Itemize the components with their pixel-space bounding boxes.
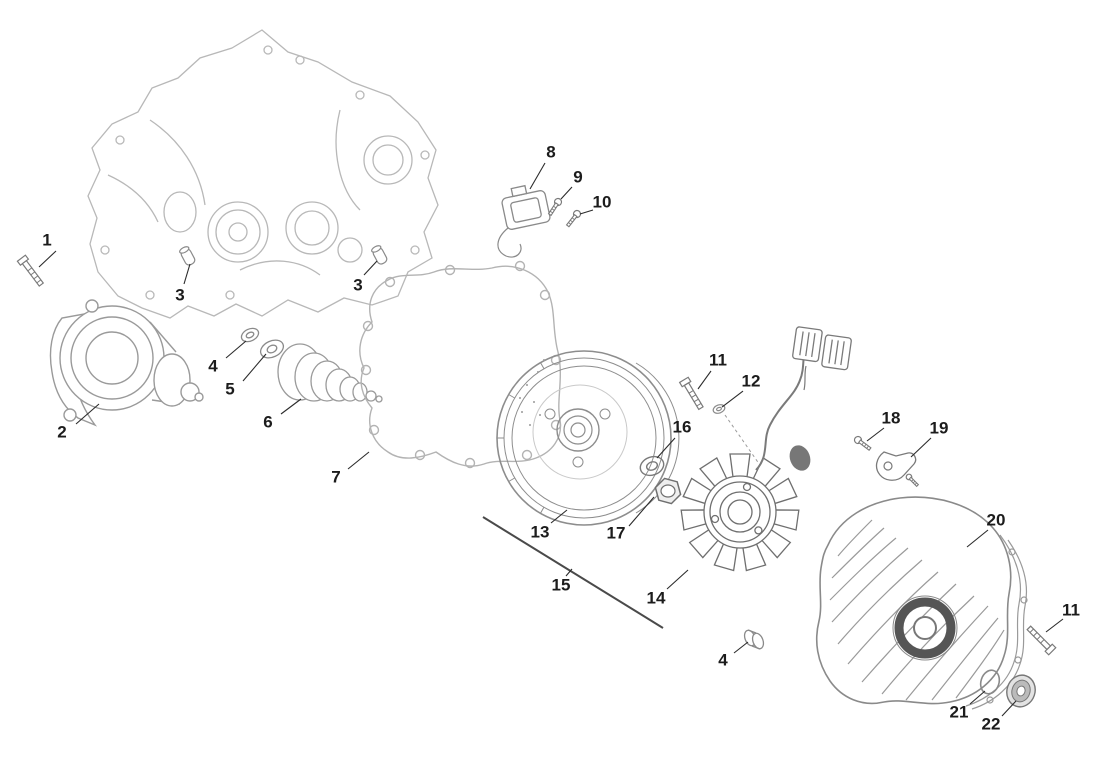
leader-line-3-3 bbox=[364, 261, 377, 275]
part-callout-7-7: 7 bbox=[331, 467, 341, 487]
part-callout-8-8: 8 bbox=[546, 142, 556, 162]
part-callout-15-15: 15 bbox=[551, 575, 571, 595]
leader-line-9-9 bbox=[561, 187, 572, 199]
starter-motor-drawing bbox=[50, 300, 203, 425]
part-callout-1-0: 1 bbox=[42, 230, 52, 250]
dowel-pin-right-drawing bbox=[371, 244, 389, 265]
o-ring-drawing bbox=[978, 668, 1003, 696]
part-callout-12-12: 12 bbox=[741, 371, 761, 391]
bolt-11-top-drawing bbox=[679, 376, 706, 412]
part-callout-3-3: 3 bbox=[353, 275, 363, 295]
screw-18-drawing bbox=[852, 434, 873, 453]
screw-10-drawing bbox=[564, 208, 583, 229]
leader-line-20-20 bbox=[967, 530, 988, 547]
part-callout-2-1: 2 bbox=[57, 422, 67, 442]
wire-grommet-drawing bbox=[789, 445, 811, 471]
bolt-1-drawing bbox=[16, 254, 46, 289]
end-cap-drawing bbox=[1003, 671, 1040, 710]
part-callout-10-10: 10 bbox=[592, 192, 612, 212]
part-callout-16-16: 16 bbox=[672, 417, 692, 437]
callout-leader-lines bbox=[39, 163, 1063, 716]
leader-line-6-6 bbox=[281, 399, 301, 414]
crankcase-drawing bbox=[88, 30, 438, 318]
plug-4-drawing bbox=[743, 629, 766, 650]
leader-line-7-7 bbox=[348, 452, 369, 469]
leader-line-5-5 bbox=[243, 354, 266, 381]
part-callout-4-4: 4 bbox=[208, 356, 218, 376]
wiring-connectors-drawing bbox=[792, 327, 852, 370]
part-callout-6-6: 6 bbox=[263, 412, 273, 432]
leader-line-11-21 bbox=[1046, 619, 1063, 632]
leader-line-11-11 bbox=[698, 371, 711, 389]
leader-line-13-13 bbox=[551, 510, 567, 523]
dowel-pin-left-drawing bbox=[179, 245, 197, 266]
part-callout-4-22: 4 bbox=[718, 650, 728, 670]
leader-line-4-4 bbox=[226, 341, 246, 358]
part-callout-5-5: 5 bbox=[225, 379, 235, 399]
cdi-unit-drawing bbox=[498, 182, 551, 257]
leader-line-16-16 bbox=[657, 438, 675, 458]
washer-16-drawing bbox=[638, 453, 667, 478]
part-callout-11-11: 11 bbox=[709, 350, 727, 370]
leader-line-2-1 bbox=[76, 404, 99, 424]
rubber-boot-drawing bbox=[278, 344, 382, 402]
leader-line-15-15 bbox=[566, 569, 572, 576]
part-callout-21-23: 21 bbox=[949, 702, 969, 722]
flywheel-drawing bbox=[497, 351, 679, 525]
leader-line-14-14 bbox=[667, 570, 688, 589]
washer-5-drawing bbox=[258, 337, 287, 362]
part-callout-18-18: 18 bbox=[881, 408, 901, 428]
assembly-axis-dashed-line bbox=[725, 415, 762, 468]
washer-12-drawing bbox=[712, 403, 726, 415]
bolt-11-bottom-drawing bbox=[1024, 623, 1057, 656]
leader-line-19-19 bbox=[911, 438, 931, 457]
part-callout-22-24: 22 bbox=[981, 714, 1001, 734]
leader-line-10-10 bbox=[580, 210, 593, 214]
part-callout-17-17: 17 bbox=[606, 523, 626, 543]
screw-9-drawing bbox=[546, 196, 564, 218]
leader-line-4-22 bbox=[734, 642, 748, 653]
washer-4-drawing bbox=[239, 326, 260, 344]
part-callout-9-9: 9 bbox=[573, 167, 583, 187]
leader-line-17-17 bbox=[629, 497, 654, 526]
part-callout-3-2: 3 bbox=[175, 285, 185, 305]
leader-line-18-18 bbox=[867, 428, 884, 441]
part-callout-14-14: 14 bbox=[646, 588, 666, 608]
leader-line-21-23 bbox=[970, 691, 985, 704]
gasket-drawing bbox=[360, 262, 561, 468]
leader-line-22-24 bbox=[1002, 701, 1016, 716]
leader-line-12-12 bbox=[722, 391, 743, 407]
leader-line-8-8 bbox=[530, 163, 545, 189]
stator-drawing bbox=[681, 327, 852, 571]
part-callout-11-21: 11 bbox=[1062, 600, 1080, 620]
stud-line-drawing bbox=[483, 517, 663, 628]
part-callout-19-19: 19 bbox=[929, 418, 949, 438]
leader-line-1-0 bbox=[39, 251, 56, 267]
part-callout-20-20: 20 bbox=[986, 510, 1006, 530]
leader-line-3-2 bbox=[184, 264, 190, 284]
cable-clamp-drawing bbox=[877, 452, 920, 488]
ignition-cover-drawing bbox=[817, 497, 1027, 709]
nut-17-drawing bbox=[655, 478, 680, 503]
part-callout-13-13: 13 bbox=[530, 522, 550, 542]
